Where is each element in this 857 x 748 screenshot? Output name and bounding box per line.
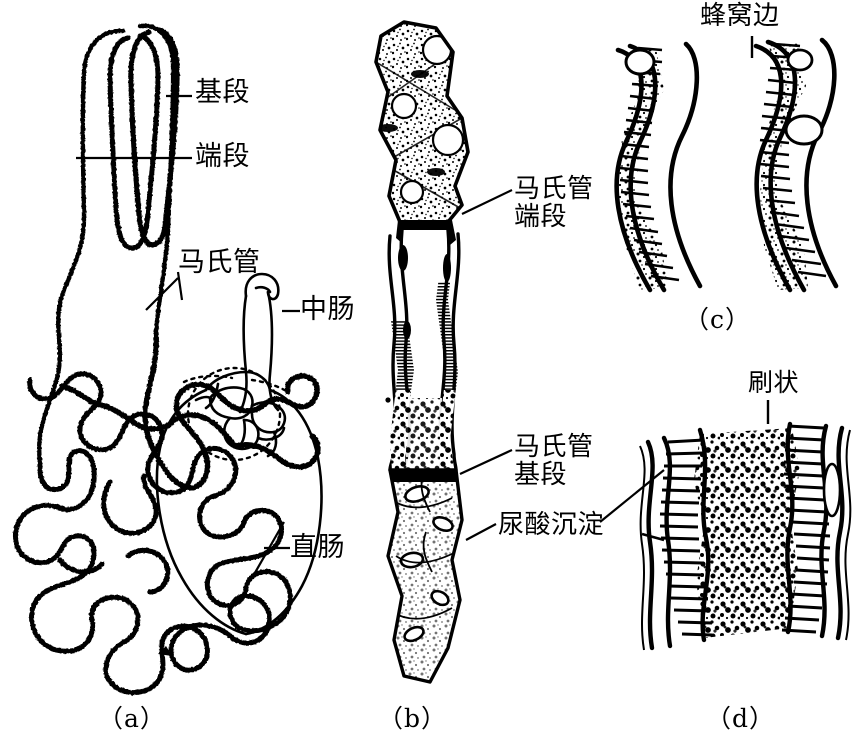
label-basal-segment-a: 基段 xyxy=(195,77,250,108)
b-basal-outline xyxy=(386,468,464,684)
tubule-to-gut xyxy=(59,331,321,491)
label-uric-acid-precipitate: 尿酸沉淀 xyxy=(498,510,605,540)
label-honeycomb-border: 蜂窝边 xyxy=(700,1,780,31)
caption-panel-c: （c） xyxy=(684,305,752,334)
c-right-nucleus xyxy=(784,114,824,146)
b-nuclei xyxy=(390,34,465,205)
d-outlines xyxy=(645,421,845,651)
d-basal-lamina xyxy=(639,429,852,651)
label-malpighian-tubule-a: 马氏管 xyxy=(178,247,261,278)
label-tubule-distal-segment-b: 马氏管 端段 xyxy=(514,174,594,233)
b-distal-outline xyxy=(374,20,470,224)
b-basal-band xyxy=(390,470,458,482)
panel-b-drawing xyxy=(374,20,665,684)
scale-tick xyxy=(158,646,172,656)
label-tubule-basal-segment-b: 马氏管 基段 xyxy=(514,432,594,491)
label-brush-border: 刷状 xyxy=(748,368,800,397)
tubule-loop-second xyxy=(128,27,180,248)
tubule-loop-inner xyxy=(107,33,161,251)
panel-c-drawing xyxy=(614,36,839,293)
gut-outline xyxy=(155,272,323,636)
leader-lines-a xyxy=(76,94,300,579)
gut-dotted-circle xyxy=(182,366,290,462)
b-basal-nuclei xyxy=(399,485,454,643)
label-distal-segment-a: 端段 xyxy=(195,141,250,172)
label-rectum: 直肠 xyxy=(290,532,345,563)
label-midgut: 中肠 xyxy=(300,294,355,325)
d-nucleus xyxy=(822,462,842,518)
caption-panel-d: （d） xyxy=(706,704,776,733)
c-right-nucleus-top xyxy=(786,48,814,72)
d-brush-border-right xyxy=(781,424,831,634)
panel-d-drawing xyxy=(639,400,852,651)
c-cell-left xyxy=(614,41,703,293)
b-distal-cell-walls xyxy=(376,34,465,209)
d-tick xyxy=(641,532,665,542)
panel-a-drawing xyxy=(12,23,323,695)
b-mid-tubule xyxy=(387,228,461,472)
caption-panel-b: （b） xyxy=(378,704,448,733)
c-left-nucleus xyxy=(624,48,656,76)
b-dot-mark xyxy=(385,397,391,403)
d-brush-border-left xyxy=(659,438,713,637)
c-cell-right xyxy=(753,37,839,293)
caption-panel-a: （a） xyxy=(98,704,166,733)
